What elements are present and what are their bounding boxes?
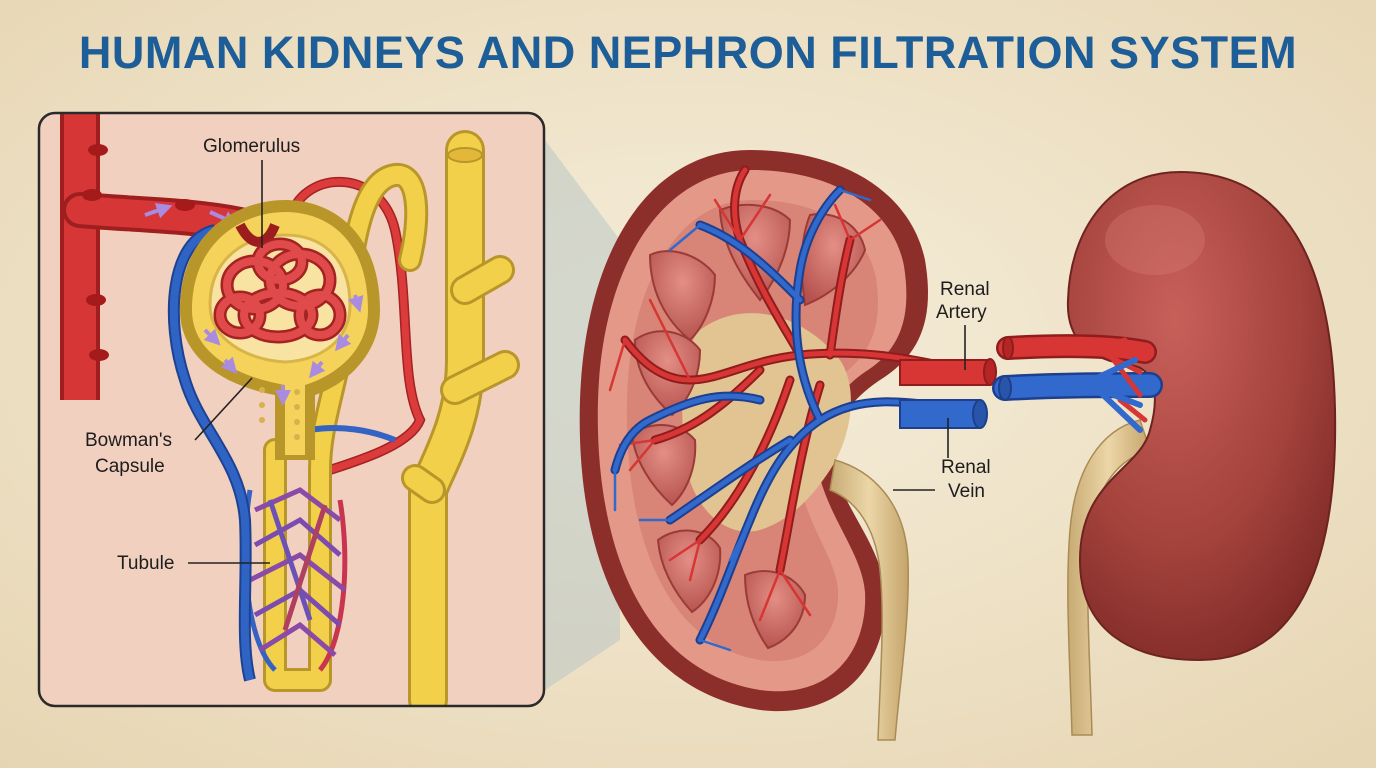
label-renal-artery-line1: Renal — [940, 279, 990, 300]
collecting-duct — [401, 130, 520, 706]
glomerulus-tuft — [213, 222, 347, 344]
cortical-veins — [610, 185, 970, 652]
venule — [167, 224, 397, 682]
label-bowmans-capsule-line1: Bowman's — [85, 430, 172, 451]
efferent-arteriole — [285, 176, 426, 475]
whole-kidney — [992, 170, 1337, 736]
label-renal-vein-line2: Vein — [948, 481, 985, 502]
label-glomerulus: Glomerulus — [203, 136, 300, 157]
inset-leader-lines — [188, 160, 270, 564]
ureter-cross-section — [829, 459, 910, 741]
label-renal-vein-line1: Renal — [941, 457, 991, 478]
nephron-inset — [37, 111, 546, 708]
label-bowmans-capsule-line2: Capsule — [95, 456, 165, 477]
kidney-cross-section — [579, 150, 997, 741]
label-renal-artery-line2: Artery — [936, 302, 987, 323]
kidney-leader-lines — [893, 325, 966, 491]
page-title: HUMAN KIDNEYS AND NEPHRON FILTRATION SYS… — [78, 27, 1298, 78]
hilum-vessels — [992, 334, 1163, 433]
label-tubule: Tubule — [117, 553, 174, 574]
renal-vessel-stubs — [899, 358, 997, 429]
